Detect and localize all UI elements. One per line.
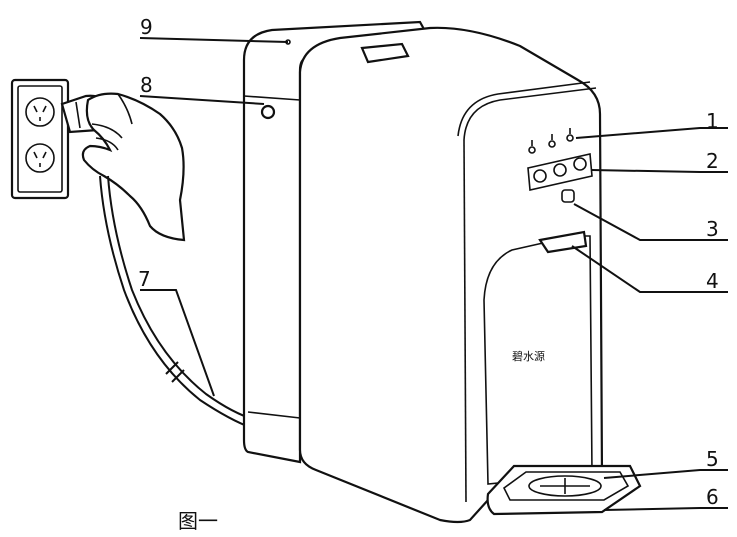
safety-lock-button bbox=[561, 189, 575, 203]
power-cord bbox=[99, 175, 253, 429]
callout-1: 1 bbox=[706, 109, 719, 133]
dispenser-main-body: 碧水源 bbox=[260, 26, 604, 524]
brand-mark: 碧水源 bbox=[512, 349, 545, 363]
callout-lines bbox=[139, 37, 728, 511]
warm-water-button bbox=[553, 163, 567, 177]
callout-2: 2 bbox=[706, 149, 719, 173]
drip-tray bbox=[486, 464, 642, 516]
callout-8: 8 bbox=[140, 73, 153, 97]
wall-outlet-icon bbox=[10, 78, 70, 200]
callout-7: 7 bbox=[138, 267, 151, 291]
callout-6: 6 bbox=[706, 485, 719, 509]
room-water-button bbox=[573, 157, 587, 171]
callout-5: 5 bbox=[706, 447, 719, 471]
hot-water-button bbox=[533, 169, 547, 183]
callout-4: 4 bbox=[706, 269, 719, 293]
figure-caption: 图一 bbox=[178, 509, 218, 533]
hand-icon bbox=[81, 92, 186, 242]
side-knob bbox=[260, 104, 276, 120]
callout-3: 3 bbox=[706, 217, 719, 241]
callout-9: 9 bbox=[140, 15, 153, 39]
